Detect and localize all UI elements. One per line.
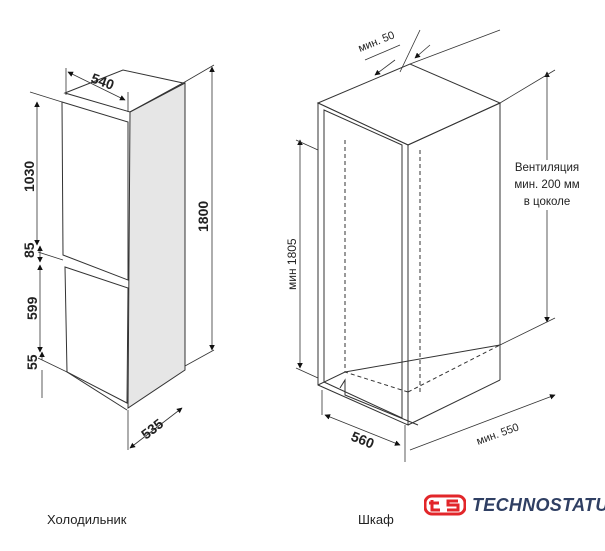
cabinet-drawing (316, 63, 502, 426)
dim-540: 540 (89, 70, 117, 93)
ventilation-line-1: Вентиляция (515, 162, 579, 174)
dim-min-550: мин. 550 (475, 421, 521, 447)
dim-1800: 1800 (195, 201, 211, 232)
logo-wordmark: TECHNOSTATUS (472, 494, 605, 515)
dim-min-1805: мин 1805 (285, 238, 299, 290)
technostatus-logo: TECHNOSTATUS (424, 494, 605, 516)
dim-min-50: мин. 50 (357, 29, 397, 54)
cabinet-dimension-lines (295, 29, 556, 462)
upper-door (61, 101, 129, 281)
fridge-drawing (61, 69, 186, 411)
dim-560: 560 (349, 428, 377, 452)
dim-55: 55 (24, 354, 40, 370)
ventilation-line-2: мин. 200 мм (514, 179, 579, 191)
ventilation-line-3: в цоколе (524, 196, 571, 208)
dim-599: 599 (24, 296, 40, 320)
dim-1030: 1030 (21, 161, 37, 192)
fridge-dimension-lines (29, 64, 215, 450)
cabinet-caption: Шкаф (358, 512, 394, 527)
dim-85: 85 (21, 242, 37, 258)
ts-logo-mark-icon (424, 494, 466, 516)
fridge-caption: Холодильник (47, 512, 127, 527)
lower-door (64, 266, 129, 404)
fridge-side (127, 82, 186, 409)
cabinet-front (317, 102, 409, 426)
